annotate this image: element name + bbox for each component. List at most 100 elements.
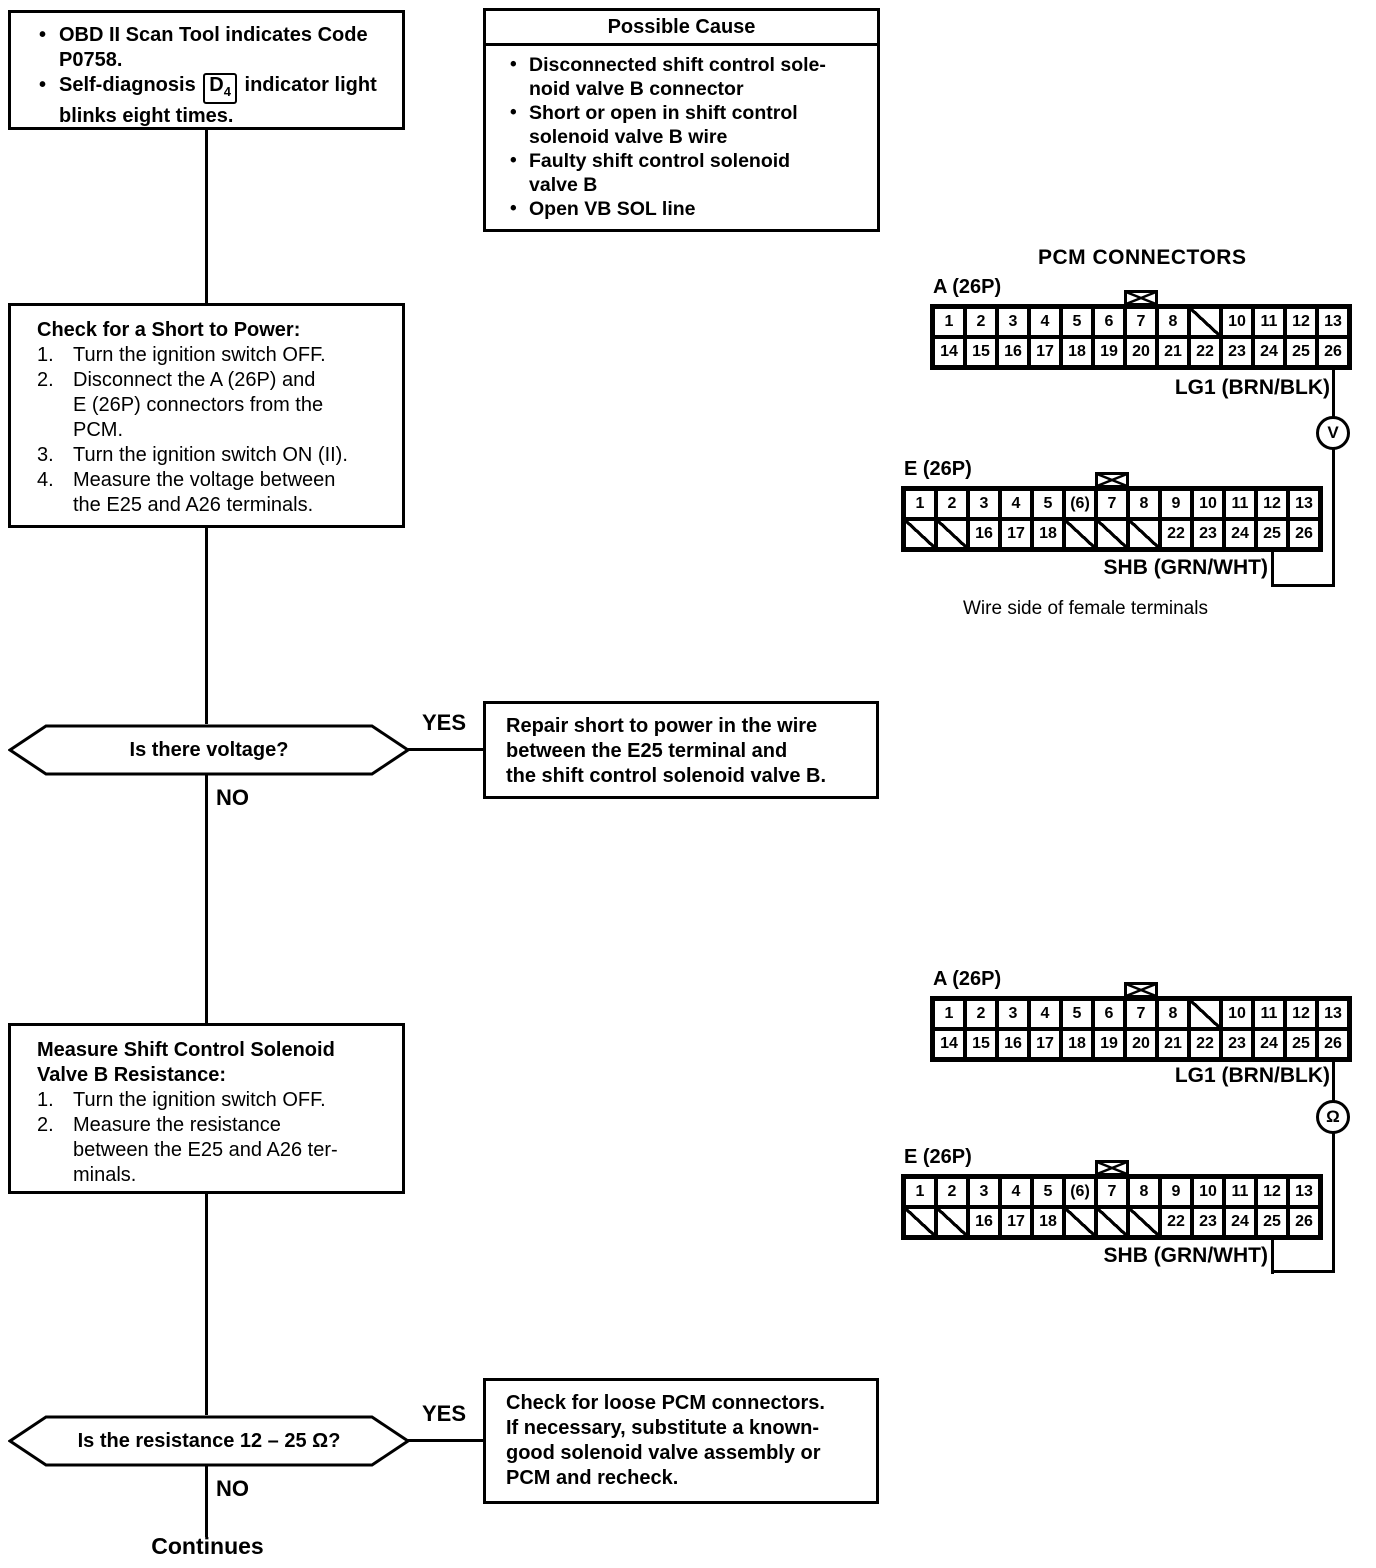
pin-cell: 8 [1128, 1177, 1160, 1207]
pin-cell: 16 [968, 1207, 1000, 1237]
step-text: Disconnect the A (26P) and E (26P) conne… [73, 369, 324, 441]
probe-wire [1271, 550, 1274, 586]
pin-cell: 11 [1253, 999, 1285, 1029]
loose-connectors-box: Check for loose PCM connectors. If neces… [483, 1378, 879, 1504]
pin-cell: 6 [1093, 307, 1125, 337]
wire-side-note: Wire side of female terminals [963, 598, 1208, 619]
pin-cell: 17 [1029, 337, 1061, 367]
pin-cell: 22 [1160, 1207, 1192, 1237]
pin-cell: 19 [1093, 1029, 1125, 1059]
start-item-2-text: Self-diagnosis D4 indicator light blinks… [59, 73, 377, 127]
pin-cell: 16 [968, 519, 1000, 549]
connector-e-label: E (26P) [904, 458, 972, 480]
pin-cell: 8 [1157, 307, 1189, 337]
pin-cell-blocked [1128, 1207, 1160, 1237]
cause-item-text: Faulty shift control solenoid valve B [529, 150, 791, 196]
pin-cell: 18 [1061, 1029, 1093, 1059]
pin-cell: 20 [1125, 337, 1157, 367]
pin-cell: 1 [904, 489, 936, 519]
pin-cell: 8 [1128, 489, 1160, 519]
pin-cell: 7 [1096, 489, 1128, 519]
cause-item: •Open VB SOL line [510, 197, 869, 221]
pin-cell: 10 [1221, 307, 1253, 337]
possible-cause-box: Possible Cause •Disconnected shift contr… [483, 8, 880, 232]
connector-a-label: A (26P) [933, 276, 1002, 298]
pin-cell: 23 [1192, 519, 1224, 549]
pin-cell: 19 [1093, 337, 1125, 367]
pin-cell: 5 [1032, 489, 1064, 519]
pin-cell: 17 [1000, 1207, 1032, 1237]
probe-wire [1271, 584, 1335, 587]
procedure-step: 2.Measure the resistance between the E25… [37, 1113, 394, 1188]
pin-cell: 26 [1317, 337, 1349, 367]
bullet: • [510, 54, 517, 75]
bullet: • [39, 74, 47, 96]
ohmmeter-icon: Ω [1316, 1100, 1350, 1134]
check-short-title: Check for a Short to Power: [37, 319, 301, 341]
pin-cell-blocked [936, 519, 968, 549]
pin-cell-blocked [1096, 1207, 1128, 1237]
measure-resistance-box: Measure Shift Control Solenoid Valve B R… [8, 1023, 405, 1194]
yes-connector-line [408, 748, 485, 751]
pin-cell-blocked [1128, 519, 1160, 549]
probe-wire [1332, 1133, 1335, 1273]
step-number: 1. [37, 344, 54, 366]
pin-cell: 17 [1000, 519, 1032, 549]
pin-cell-blocked [904, 1207, 936, 1237]
procedure-step: 3.Turn the ignition switch ON (II). [37, 443, 394, 468]
pin-cell: 20 [1125, 1029, 1157, 1059]
pin-cell: 5 [1032, 1177, 1064, 1207]
pin-cell: 4 [1000, 1177, 1032, 1207]
pin-cell: 3 [997, 999, 1029, 1029]
start-item-1-text: OBD II Scan Tool indicates Code P0758. [59, 24, 368, 71]
wire-label-lg1: LG1 (BRN/BLK) [1174, 376, 1330, 399]
decision-resistance-question: Is the resistance 12 – 25 Ω? [77, 1429, 341, 1452]
cause-item-text: Disconnected shift control sole- noid va… [529, 54, 826, 100]
pin-cell: 10 [1221, 999, 1253, 1029]
pin-cell: 4 [1029, 999, 1061, 1029]
pin-cell-blocked [1189, 999, 1221, 1029]
pin-cell: 25 [1256, 519, 1288, 549]
wire-label-lg1: LG1 (BRN/BLK) [1174, 1064, 1330, 1087]
step-text: Turn the ignition switch ON (II). [73, 444, 348, 466]
step-number: 2. [37, 369, 54, 391]
bullet: • [39, 24, 47, 46]
pin-cell: 21 [1157, 337, 1189, 367]
pin-cell: 1 [904, 1177, 936, 1207]
no-label: NO [216, 1476, 249, 1501]
pin-cell: 8 [1157, 999, 1189, 1029]
pin-cell: 11 [1224, 1177, 1256, 1207]
pin-cell: 13 [1288, 1177, 1320, 1207]
repair-short-text: Repair short to power in the wire betwee… [506, 715, 827, 787]
d4-indicator-badge: D4 [203, 73, 237, 104]
pin-cell: 9 [1160, 489, 1192, 519]
pin-cell: 26 [1317, 1029, 1349, 1059]
step-number: 4. [37, 469, 54, 491]
wire-label-shb: SHB (GRN/WHT) [1103, 556, 1268, 579]
pin-cell: 3 [968, 1177, 1000, 1207]
pin-cell: 4 [1029, 307, 1061, 337]
pin-cell: 12 [1285, 307, 1317, 337]
pin-cell-blocked [1096, 519, 1128, 549]
probe-wire [1332, 449, 1335, 586]
pin-cell: 17 [1029, 1029, 1061, 1059]
pin-cell: 7 [1125, 999, 1157, 1029]
check-short-box: Check for a Short to Power: 1. Turn the i… [8, 303, 405, 528]
pin-cell: 2 [965, 999, 997, 1029]
step-number: 1. [37, 1089, 54, 1111]
start-condition-box: • OBD II Scan Tool indicates Code P0758.… [8, 10, 405, 130]
pin-cell: 5 [1061, 307, 1093, 337]
pin-cell: 12 [1256, 489, 1288, 519]
step-text: Turn the ignition switch OFF. [73, 1089, 326, 1111]
pin-cell: 23 [1221, 1029, 1253, 1059]
pin-cell: 24 [1253, 337, 1285, 367]
pin-cell: 14 [933, 337, 965, 367]
pcm-connectors-title: PCM CONNECTORS [1038, 246, 1247, 269]
yes-label: YES [422, 710, 467, 735]
pin-cell: 3 [997, 307, 1029, 337]
pin-cell: 22 [1189, 1029, 1221, 1059]
procedure-step: 2. Disconnect the A (26P) and E (26P) con… [37, 368, 394, 443]
pin-cell: 26 [1288, 1207, 1320, 1237]
